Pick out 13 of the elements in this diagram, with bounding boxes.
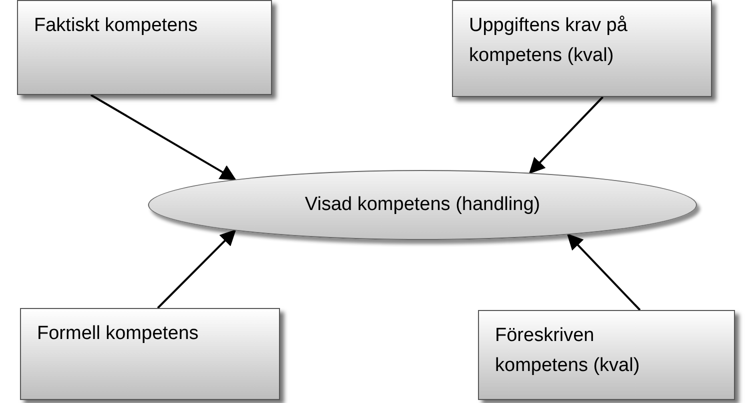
arrow — [90, 94, 236, 180]
node-label: Uppgiftens krav på kompetens (kval) — [469, 14, 628, 68]
process-box — [452, 0, 712, 97]
arrow — [566, 234, 641, 311]
process-box — [20, 308, 280, 400]
node-label: Faktiskt kompetens — [34, 14, 199, 38]
arrow — [157, 229, 236, 309]
process-box — [478, 310, 735, 400]
process-box — [17, 0, 272, 95]
arrow — [528, 96, 604, 174]
node-label: Formell kompetens — [37, 322, 200, 346]
node-label: Föreskriven kompetens (kval) — [495, 324, 641, 378]
node-label: Visad kompetens (handling) — [304, 193, 540, 217]
